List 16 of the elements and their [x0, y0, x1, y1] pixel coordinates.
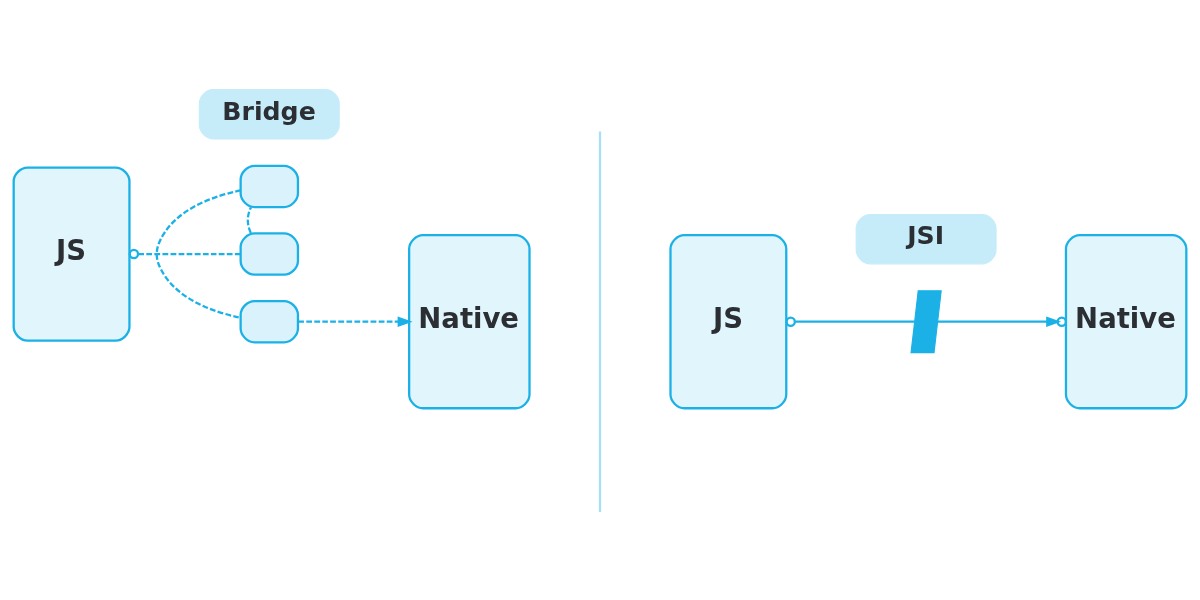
arrow: [937, 315, 1067, 327]
node-box: Bridge: [198, 88, 340, 139]
node-lightning: [910, 289, 942, 353]
node-envelope: [239, 299, 300, 343]
node-box: JS: [669, 233, 788, 409]
arrow: [298, 316, 413, 327]
node-box: JSI: [855, 213, 997, 264]
connector: [128, 248, 241, 259]
connector: [155, 188, 241, 319]
node-box: Native: [408, 233, 531, 409]
connector: [785, 315, 915, 327]
node-envelope: [239, 231, 300, 276]
connector: [246, 206, 253, 233]
node-envelope: [239, 164, 300, 208]
node-box: Native: [1064, 233, 1188, 409]
node-box: JS: [12, 165, 131, 342]
